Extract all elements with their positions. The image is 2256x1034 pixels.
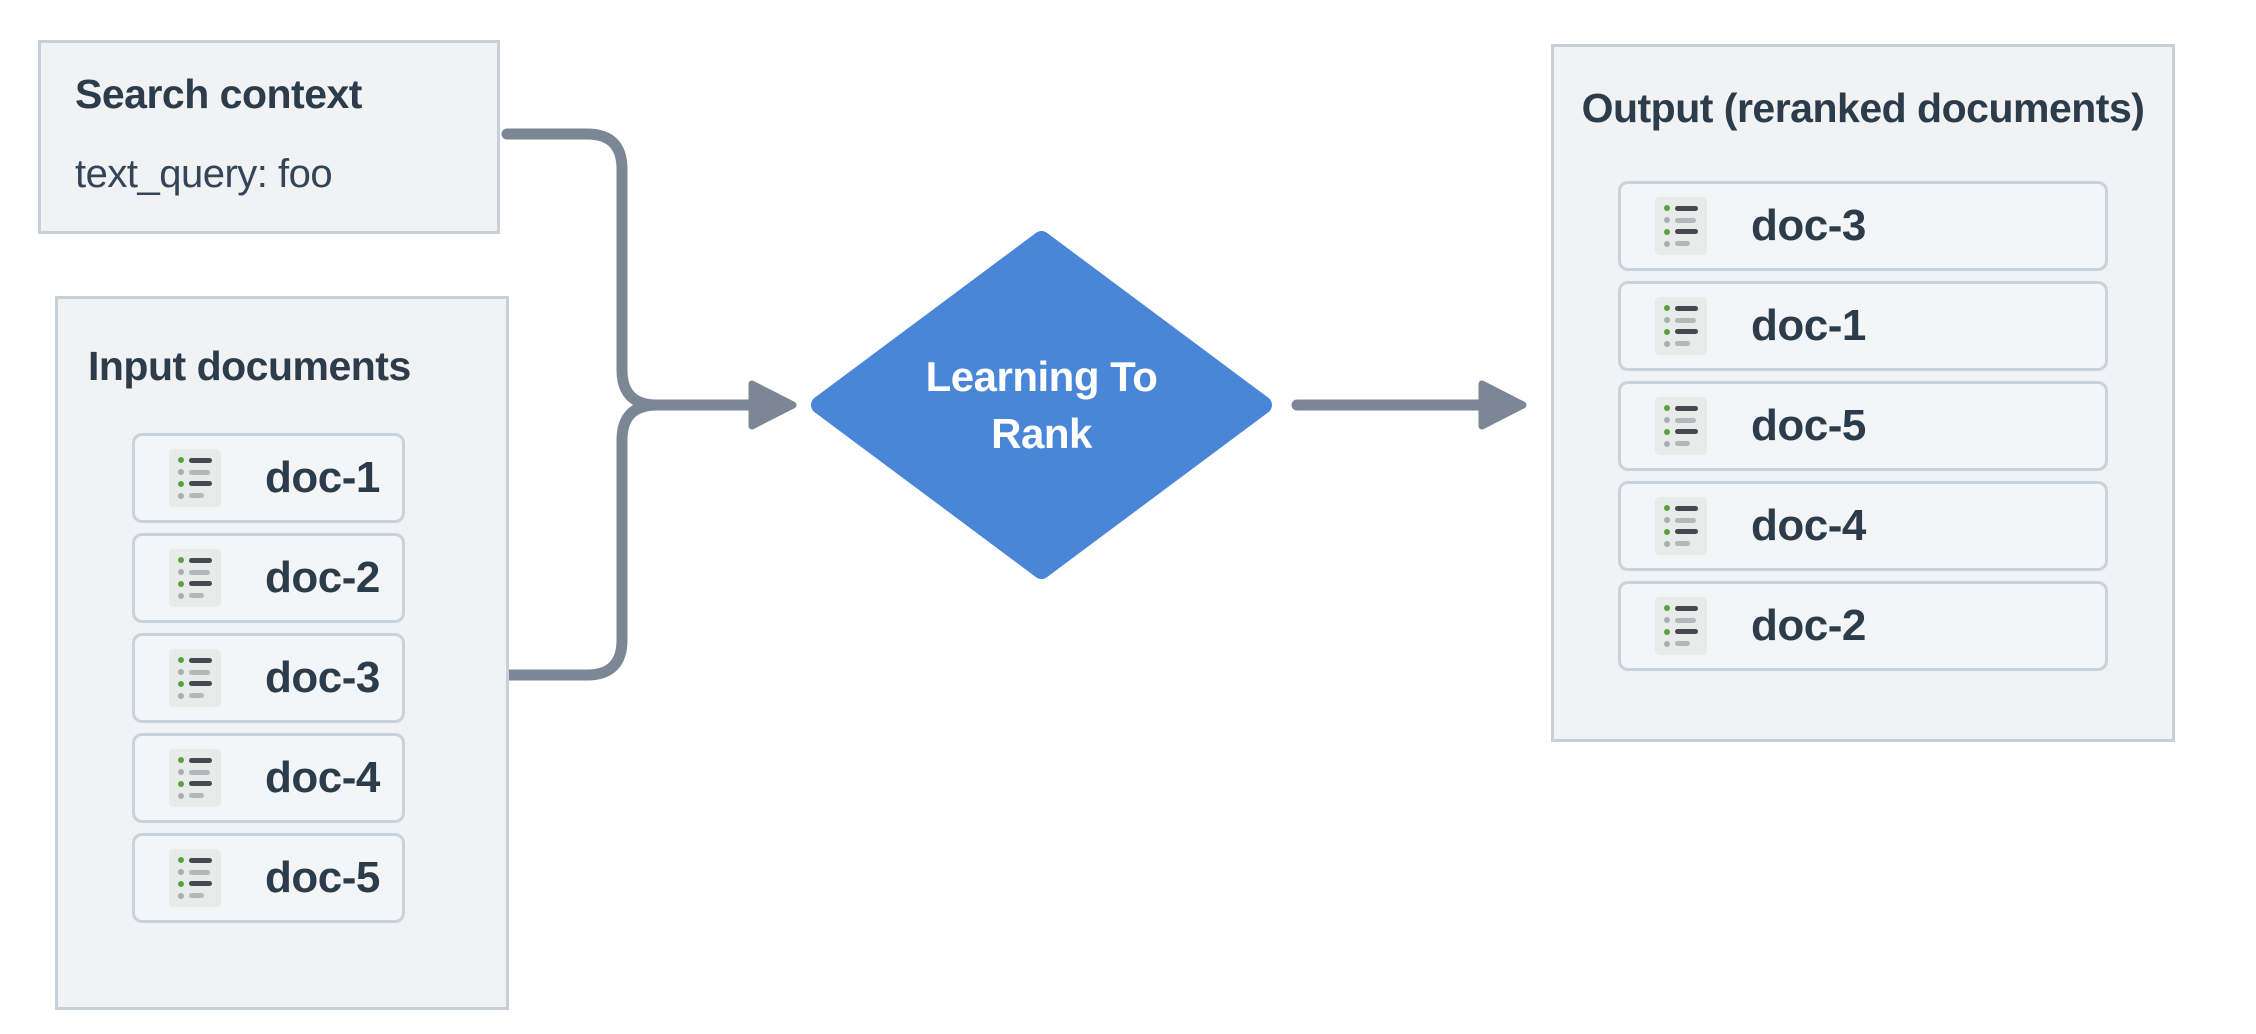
doc-card: doc-4: [1618, 481, 2108, 571]
search-context-box: Search context text_query: foo: [38, 40, 500, 234]
output-documents-title: Output (reranked documents): [1581, 85, 2145, 131]
document-list-icon: [1655, 597, 1707, 655]
icon-line: [1664, 540, 1698, 547]
doc-label: doc-5: [1751, 401, 1866, 450]
icon-line: [1664, 605, 1698, 612]
icon-line: [178, 892, 212, 899]
document-list-icon: [1655, 197, 1707, 255]
output-documents-box: Output (reranked documents) doc-3 doc-1 …: [1551, 44, 2175, 742]
icon-line: [1664, 440, 1698, 447]
doc-card: doc-2: [1618, 581, 2108, 671]
document-list-icon: [169, 749, 221, 807]
doc-card: doc-2: [132, 533, 405, 623]
diamond-shape: [811, 231, 1272, 579]
document-list-icon: [169, 849, 221, 907]
icon-line: [1664, 628, 1698, 636]
connector-from-input-documents: [501, 399, 663, 681]
input-documents-title: Input documents: [88, 343, 411, 389]
arrowhead-into-diamond-icon: [748, 380, 797, 430]
document-list-icon: [169, 649, 221, 707]
connector-from-search-context: [501, 128, 758, 411]
doc-card: doc-3: [132, 633, 405, 723]
icon-line: [178, 869, 212, 876]
search-context-title: Search context: [75, 71, 362, 117]
output-document-list: doc-3 doc-1 doc-5 doc-4: [1618, 181, 2108, 671]
icon-line: [178, 880, 212, 888]
icon-line: [178, 657, 212, 664]
icon-line: [178, 480, 212, 488]
icon-line: [1664, 317, 1698, 324]
icon-line: [178, 669, 212, 676]
icon-line: [1664, 528, 1698, 536]
doc-label: doc-4: [265, 753, 380, 802]
learning-to-rank-label-line1: Learning To: [925, 353, 1158, 400]
icon-line: [1664, 405, 1698, 412]
learning-to-rank-node: Learning To Rank: [810, 230, 1273, 580]
icon-line: [1664, 417, 1698, 424]
icon-line: [178, 792, 212, 799]
doc-card: doc-5: [132, 833, 405, 923]
doc-label: doc-1: [265, 453, 380, 502]
document-list-icon: [169, 449, 221, 507]
icon-line: [178, 757, 212, 764]
icon-line: [178, 592, 212, 599]
doc-label: doc-1: [1751, 301, 1866, 350]
icon-line: [178, 769, 212, 776]
document-list-icon: [1655, 397, 1707, 455]
icon-line: [178, 780, 212, 788]
icon-line: [1664, 505, 1698, 512]
learning-to-rank-label: Learning To Rank: [810, 230, 1273, 580]
icon-line: [178, 680, 212, 688]
icon-line: [1664, 640, 1698, 647]
icon-line: [1664, 217, 1698, 224]
doc-label: doc-3: [1751, 201, 1866, 250]
icon-line: [178, 580, 212, 588]
doc-label: doc-3: [265, 653, 380, 702]
doc-label: doc-4: [1751, 501, 1866, 550]
search-context-query: text_query: foo: [75, 152, 333, 196]
document-list-icon: [169, 549, 221, 607]
icon-line: [1664, 228, 1698, 236]
learning-to-rank-label-line2: Rank: [991, 410, 1092, 457]
doc-card: doc-1: [1618, 281, 2108, 371]
doc-label: doc-2: [265, 553, 380, 602]
doc-label: doc-2: [1751, 601, 1866, 650]
document-list-icon: [1655, 297, 1707, 355]
icon-line: [1664, 305, 1698, 312]
icon-line: [1664, 617, 1698, 624]
document-list-icon: [1655, 497, 1707, 555]
icon-line: [1664, 205, 1698, 212]
icon-line: [178, 492, 212, 499]
doc-card: doc-4: [132, 733, 405, 823]
icon-line: [1664, 240, 1698, 247]
icon-line: [1664, 340, 1698, 347]
icon-line: [1664, 428, 1698, 436]
icon-line: [178, 692, 212, 699]
icon-line: [178, 457, 212, 464]
icon-line: [178, 557, 212, 564]
input-documents-box: Input documents doc-1 doc-2 doc-3: [55, 296, 509, 1010]
arrowhead-into-output-icon: [1478, 380, 1527, 430]
icon-line: [178, 469, 212, 476]
doc-label: doc-5: [265, 853, 380, 902]
icon-line: [1664, 328, 1698, 336]
doc-card: doc-1: [132, 433, 405, 523]
doc-card: doc-3: [1618, 181, 2108, 271]
input-document-list: doc-1 doc-2 doc-3 doc-4: [132, 433, 405, 923]
icon-line: [178, 569, 212, 576]
doc-card: doc-5: [1618, 381, 2108, 471]
icon-line: [178, 857, 212, 864]
icon-line: [1664, 517, 1698, 524]
